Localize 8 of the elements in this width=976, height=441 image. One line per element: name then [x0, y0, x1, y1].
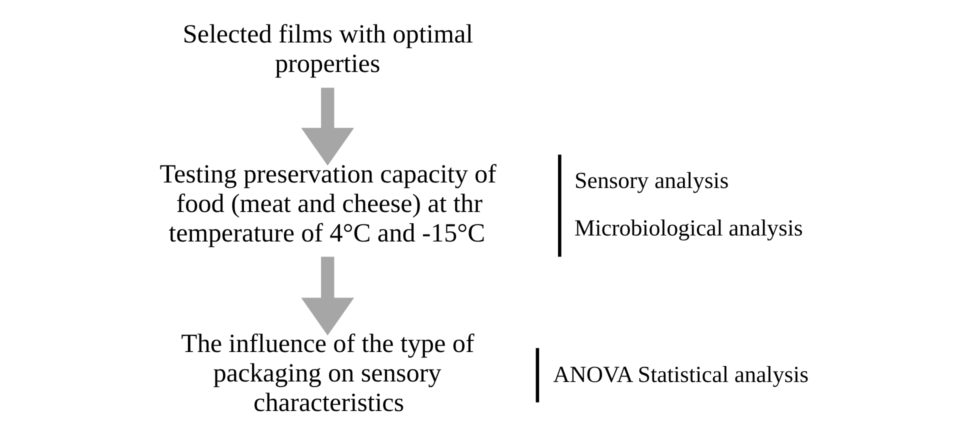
arrow	[300, 256, 354, 336]
arrow	[300, 88, 354, 166]
node-text: Selected films with optimal properties	[182, 19, 473, 78]
node-text: Testing preservation capacity of food (meat and cheese) at thr temperature of 4°C and -15°C	[159, 159, 496, 248]
node-text: The influence of the type of packaging on sensory characteristics	[180, 328, 474, 418]
node-label: ANOVA Statistical analysis	[552, 361, 808, 388]
node-label: Microbiological analysis	[574, 214, 802, 241]
node-label: Sensory analysis	[574, 166, 728, 193]
